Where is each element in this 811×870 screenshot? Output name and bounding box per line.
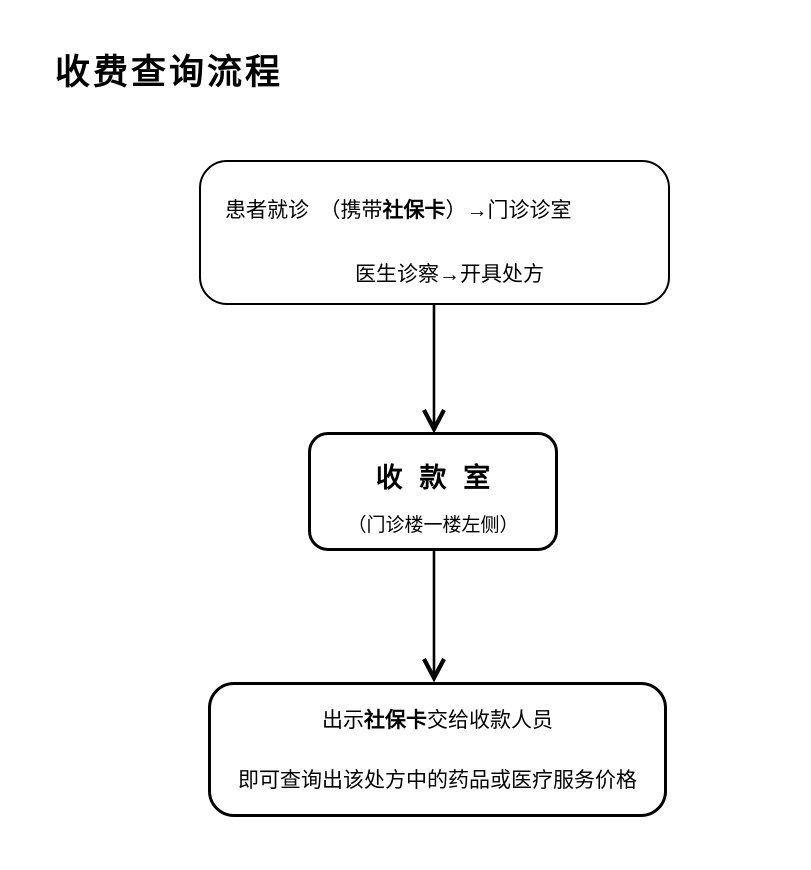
arrow-head xyxy=(422,409,446,434)
flow-node-patient-visit: 患者就诊 （携带社保卡）→门诊诊室 医生诊察→开具处方 xyxy=(199,160,670,305)
flow-node-show-card-query: 出示社保卡交给收款人员 即可查询出该处方中的药品或医疗服务价格 xyxy=(208,682,667,817)
social-security-card-bold-text: 社保卡 xyxy=(364,708,427,732)
page-title: 收费查询流程 xyxy=(55,53,284,92)
flow-node-cashier-office: 收 款 室 （门诊楼一楼左侧） xyxy=(308,432,558,551)
query-result-line: 即可查询出该处方中的药品或医疗服务价格 xyxy=(238,768,637,792)
patient-visit-text-post: ）→门诊诊室 xyxy=(445,198,572,222)
cashier-office-location: （门诊楼一楼左侧） xyxy=(347,515,519,536)
show-card-text-pre: 出示 xyxy=(322,708,364,732)
cashier-office-title: 收 款 室 xyxy=(375,463,496,493)
arrow-down-icon xyxy=(422,304,446,434)
social-security-card-bold-text: 社保卡 xyxy=(382,198,446,222)
show-card-text-post: 交给收款人员 xyxy=(427,708,553,732)
show-card-line: 出示社保卡交给收款人员 xyxy=(211,708,664,732)
patient-visit-line-1: 患者就诊 （携带社保卡）→门诊诊室 xyxy=(225,198,572,222)
patient-visit-text-pre: 患者就诊 （携带 xyxy=(225,198,383,222)
doctor-exam-line: 医生诊察→开具处方 xyxy=(355,262,544,286)
arrow-down-icon xyxy=(422,549,446,683)
arrow-head xyxy=(422,658,446,683)
